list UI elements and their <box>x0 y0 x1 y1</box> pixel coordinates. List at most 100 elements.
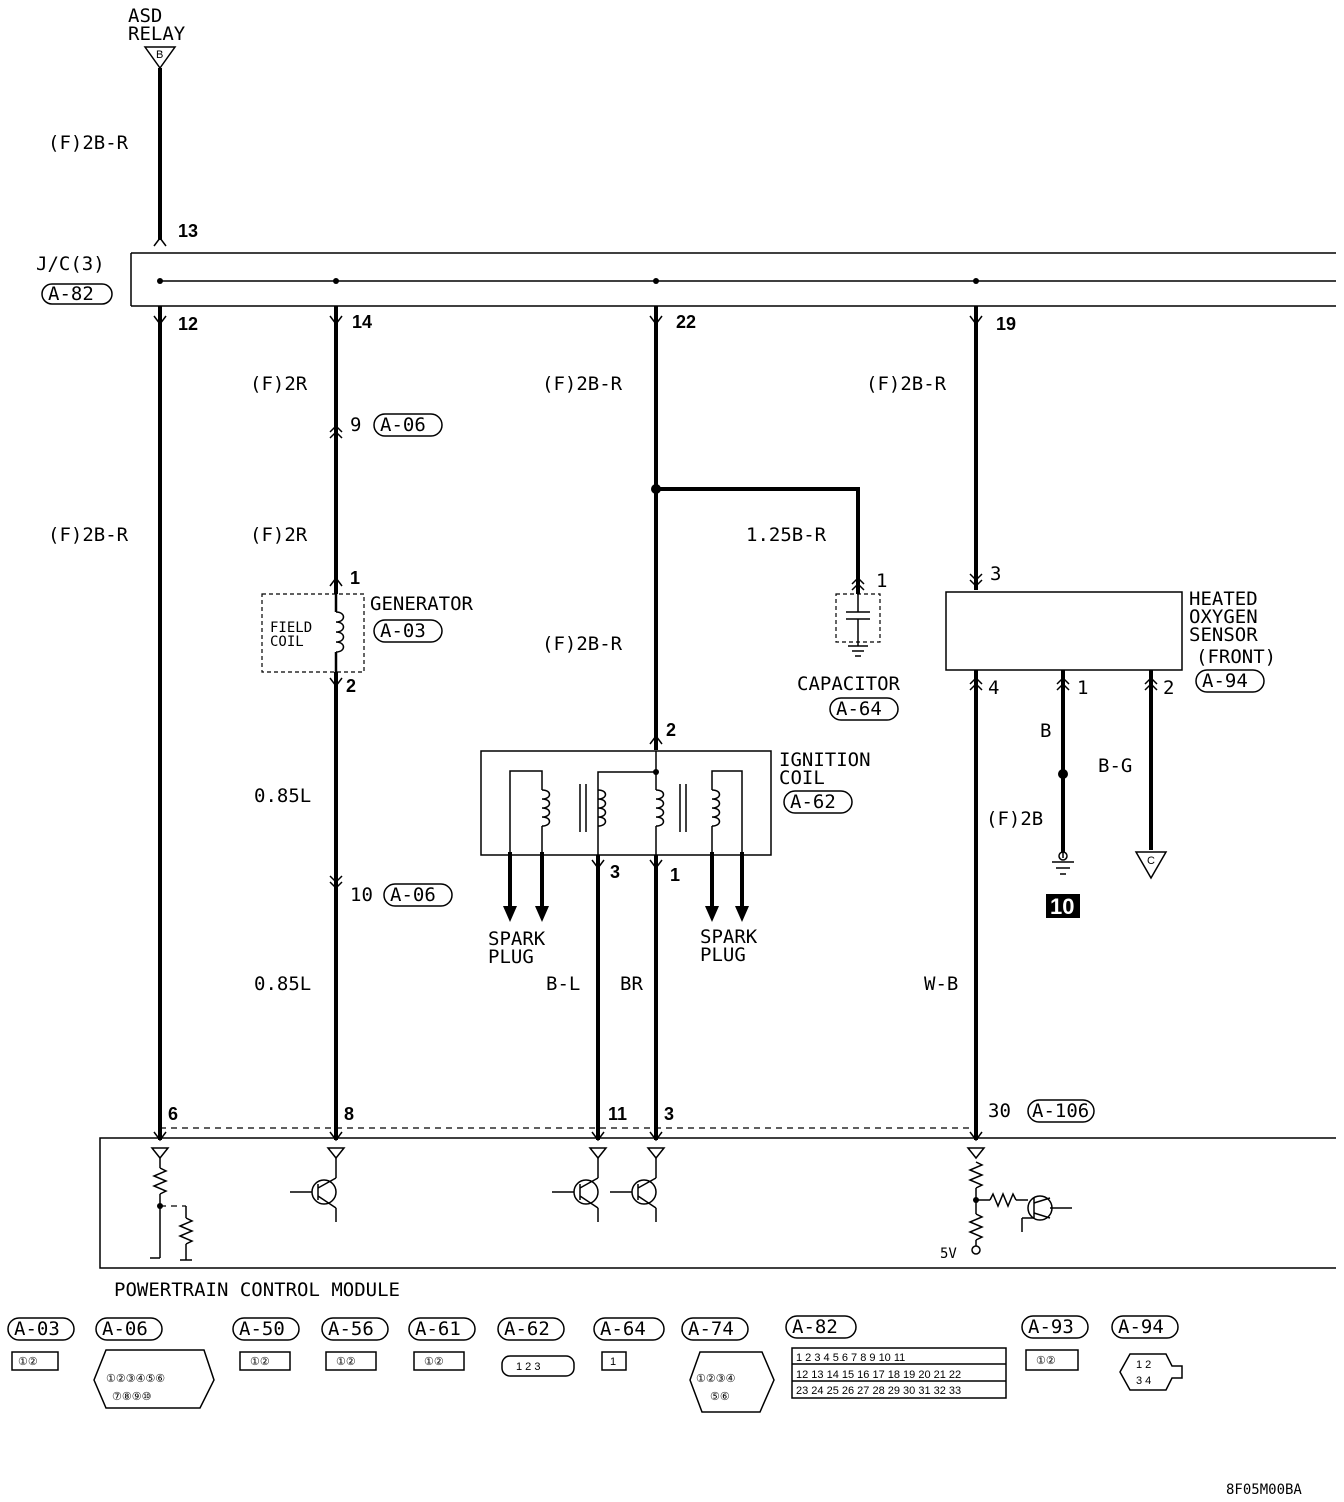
svg-text:A-56: A-56 <box>328 1318 374 1340</box>
o2-sensor-body <box>945 591 1183 671</box>
wire-label-asd: (F)2B-R <box>48 132 129 154</box>
wire-label-gen-mid: (F)2R <box>250 524 308 546</box>
o2-connector: A-94 <box>1202 670 1248 692</box>
svg-text:12 13 14 15 16 17 18 19 20 21: 12 13 14 15 16 17 18 19 20 21 22 <box>796 1369 961 1381</box>
o2-pin-arrow-4 <box>969 676 983 691</box>
o2-pin-arrow-3 <box>969 573 983 588</box>
svg-text:1 2 3 4 5 6 7 8 9 10 11: 1 2 3 4 5 6 7 8 9 10 11 <box>796 1352 905 1364</box>
legend-a61: A-61 ①② <box>408 1317 476 1371</box>
svg-text:①②③④: ①②③④ <box>696 1373 736 1385</box>
ground-symbol <box>1052 851 1074 875</box>
svg-text:1 2: 1 2 <box>1136 1359 1151 1371</box>
o2-title-line1: HEATED <box>1189 588 1258 610</box>
svg-text:A-74: A-74 <box>688 1318 734 1340</box>
ignition-connector: A-62 <box>790 791 836 813</box>
gen-pin-2: 2 <box>346 676 356 696</box>
ignition-title-line2: COIL <box>779 767 825 789</box>
pin-arrow-ign-1 <box>649 859 663 870</box>
wire-label-br: BR <box>620 973 643 995</box>
pin-arrow-19 <box>969 315 983 326</box>
pcm-internal-circuit-30 <box>966 1147 1072 1255</box>
pin-label-12: 12 <box>178 314 198 334</box>
pcm-connector-a106: A-106 <box>1032 1100 1089 1122</box>
pcm-internal-transistor-8 <box>290 1147 346 1222</box>
o2-pin-arrow-2 <box>1144 676 1158 691</box>
pin-label-14: 14 <box>352 312 372 332</box>
junction-connector <box>130 252 1336 307</box>
legend-a82: A-82 1 2 3 4 5 6 7 8 9 10 11 12 13 14 15… <box>785 1315 1007 1399</box>
legend-a93: A-93 ①② <box>1021 1315 1089 1371</box>
field-coil-line1: FIELD <box>270 620 312 636</box>
wire-label-gen-top: (F)2R <box>250 373 308 395</box>
ground-point-badge <box>1046 894 1080 918</box>
capacitor-pin: 1 <box>876 570 887 592</box>
marker-c: C <box>1147 855 1155 867</box>
pcm-box <box>99 1137 1336 1269</box>
pin-label-19: 19 <box>996 314 1016 334</box>
spark-plug-arrows <box>503 852 749 922</box>
inline-connector-a06-top: A-06 <box>380 414 426 436</box>
junction-label: J/C(3) <box>36 253 105 275</box>
connector-tag-a82 <box>41 283 113 305</box>
pin-arrow-14 <box>329 315 343 326</box>
o2-pin-arrow-1 <box>1056 676 1070 691</box>
legend-a64: A-64 1 <box>593 1317 665 1371</box>
gen-pin-1: 1 <box>350 568 360 588</box>
o2-pin-2: 2 <box>1163 677 1174 699</box>
asd-relay: ASD RELAY B <box>128 5 186 70</box>
wire-label-ign-mid: (F)2B-R <box>542 633 623 655</box>
svg-text:①②: ①② <box>1036 1355 1056 1367</box>
legend-a94: A-94 1 2 3 4 <box>1111 1315 1183 1391</box>
pcm-pin-arrows <box>153 1131 983 1142</box>
generator-title: GENERATOR <box>370 593 474 615</box>
wire-label-o2-top: (F)2B-R <box>866 373 947 395</box>
svg-text:①②: ①② <box>18 1356 38 1368</box>
marker-c-triangle <box>1134 851 1168 880</box>
svg-text:A-06: A-06 <box>102 1318 148 1340</box>
connector-tag-a03 <box>373 619 443 643</box>
wire-label-gen-085-2: 0.85L <box>254 973 311 995</box>
pin-arrow-12 <box>153 315 167 326</box>
asd-relay-marker-triangle <box>143 46 177 70</box>
o2-title-line4: (FRONT) <box>1196 646 1276 668</box>
o2-ground-splice <box>1058 769 1068 779</box>
pin-arrow-gen-2 <box>329 677 343 688</box>
inline-connector-10 <box>329 875 343 890</box>
spark-plug-left-line1: SPARK <box>488 928 546 950</box>
capacitor-title: CAPACITOR <box>797 673 901 695</box>
svg-text:①②: ①② <box>336 1356 356 1368</box>
capacitor-connector: A-64 <box>836 698 882 720</box>
wire-label-ign-top: (F)2B-R <box>542 373 623 395</box>
spark-plug-right-line1: SPARK <box>700 926 758 948</box>
legend-a50: A-50 ①② <box>232 1317 300 1371</box>
generator-connector: A-03 <box>380 620 426 642</box>
asd-relay-marker: B <box>156 49 163 61</box>
svg-text:⑦⑧⑨⑩: ⑦⑧⑨⑩ <box>112 1391 152 1403</box>
svg-text:1: 1 <box>610 1356 616 1368</box>
pin-arrow-ign-3 <box>591 859 605 870</box>
connector-tag-a94 <box>1195 669 1265 693</box>
svg-text:1 2 3: 1 2 3 <box>516 1361 540 1373</box>
pin-label-13: 13 <box>178 221 198 241</box>
spark-plug-right-line2: PLUG <box>700 944 746 966</box>
pin-arrow-13 <box>153 236 167 247</box>
ignition-coil <box>480 750 772 856</box>
pcm-internal-transistor-11 <box>552 1147 608 1222</box>
ign-pin-3: 3 <box>610 862 620 882</box>
pcm-internal-circuit-6 <box>150 1147 194 1261</box>
spark-plug-left-line2: PLUG <box>488 946 534 968</box>
wire-label-bg: B-G <box>1098 755 1132 777</box>
capacitor-symbol <box>835 593 881 657</box>
pcm-pin-3: 3 <box>664 1104 674 1124</box>
svg-text:A-93: A-93 <box>1028 1316 1074 1338</box>
wire-label-f2b: (F)2B <box>986 808 1043 830</box>
connector-tag-a106 <box>1027 1099 1095 1123</box>
wire-label-gen-085-1: 0.85L <box>254 785 311 807</box>
wire-label-bl: B-L <box>546 973 580 995</box>
legend-a03: A-03 ①② <box>7 1317 75 1371</box>
wire-label-b: B <box>1040 720 1051 742</box>
connector-tag-a06-top <box>373 413 443 437</box>
svg-text:A-61: A-61 <box>415 1318 461 1340</box>
field-coil-line2: COIL <box>270 634 304 650</box>
o2-pin-4: 4 <box>988 677 999 699</box>
